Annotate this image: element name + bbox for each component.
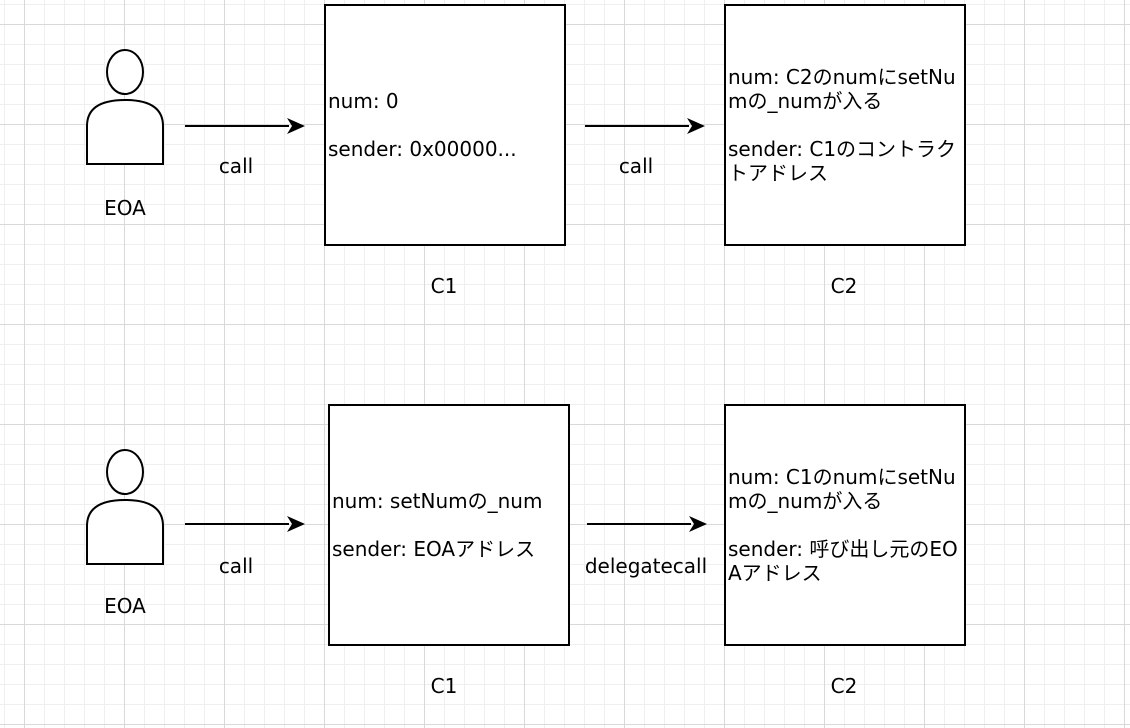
contract-name-c2-row2: C2 xyxy=(830,674,858,698)
contract-box-c1-row2[interactable]: num: setNumの_num sender: EOAアドレス xyxy=(328,404,570,646)
c1-num-text-row2: num: setNumの_num xyxy=(332,489,543,513)
person-icon xyxy=(86,449,164,565)
contract-box-c2-row2[interactable]: num: C1のnumにsetNumの_numが入る sender: 呼び出し元… xyxy=(724,404,966,646)
arrow-right-icon xyxy=(185,118,305,134)
contract-name-c1-row2: C1 xyxy=(430,674,458,698)
edge-label-call2-row1: call xyxy=(618,154,654,178)
person-icon xyxy=(86,49,164,165)
c1-sender-text-row1: sender: 0x00000... xyxy=(328,137,517,161)
contract-box-c1-row1[interactable]: num: 0 sender: 0x00000... xyxy=(324,4,566,246)
c1-sender-text-row2: sender: EOAアドレス xyxy=(332,537,536,561)
actor-label-row1: EOA xyxy=(104,196,146,220)
c2-sender-text-row2: sender: 呼び出し元のEOAアドレス xyxy=(728,537,958,585)
arrow-right-icon xyxy=(587,516,707,532)
actor-eoa-row2[interactable] xyxy=(85,446,165,566)
actor-label-row2: EOA xyxy=(104,594,146,618)
arrow-right-icon xyxy=(585,118,705,134)
edge-c1-to-c2-row1 xyxy=(585,116,705,136)
edge-c1-to-c2-row2 xyxy=(587,514,707,534)
contract-box-c2-row1[interactable]: num: C2のnumにsetNumの_numが入る sender: C1のコン… xyxy=(724,4,966,246)
edge-eoa-to-c1-row2 xyxy=(185,514,305,534)
c2-num-text-row1: num: C2のnumにsetNumの_numが入る xyxy=(728,65,956,113)
actor-eoa-row1[interactable] xyxy=(85,46,165,166)
contract-name-c2-row1: C2 xyxy=(830,274,858,298)
edge-eoa-to-c1-row1 xyxy=(185,116,305,136)
edge-label-call-row2: call xyxy=(218,554,254,578)
c2-num-text-row2: num: C1のnumにsetNumの_numが入る xyxy=(728,465,956,513)
edge-label-delegatecall-row2: delegatecall xyxy=(584,554,708,578)
c2-sender-text-row1: sender: C1のコントラクトアドレス xyxy=(728,137,957,185)
c1-num-text-row1: num: 0 xyxy=(328,89,399,113)
edge-label-call-row1: call xyxy=(218,154,254,178)
arrow-right-icon xyxy=(185,516,305,532)
contract-name-c1-row1: C1 xyxy=(430,274,458,298)
